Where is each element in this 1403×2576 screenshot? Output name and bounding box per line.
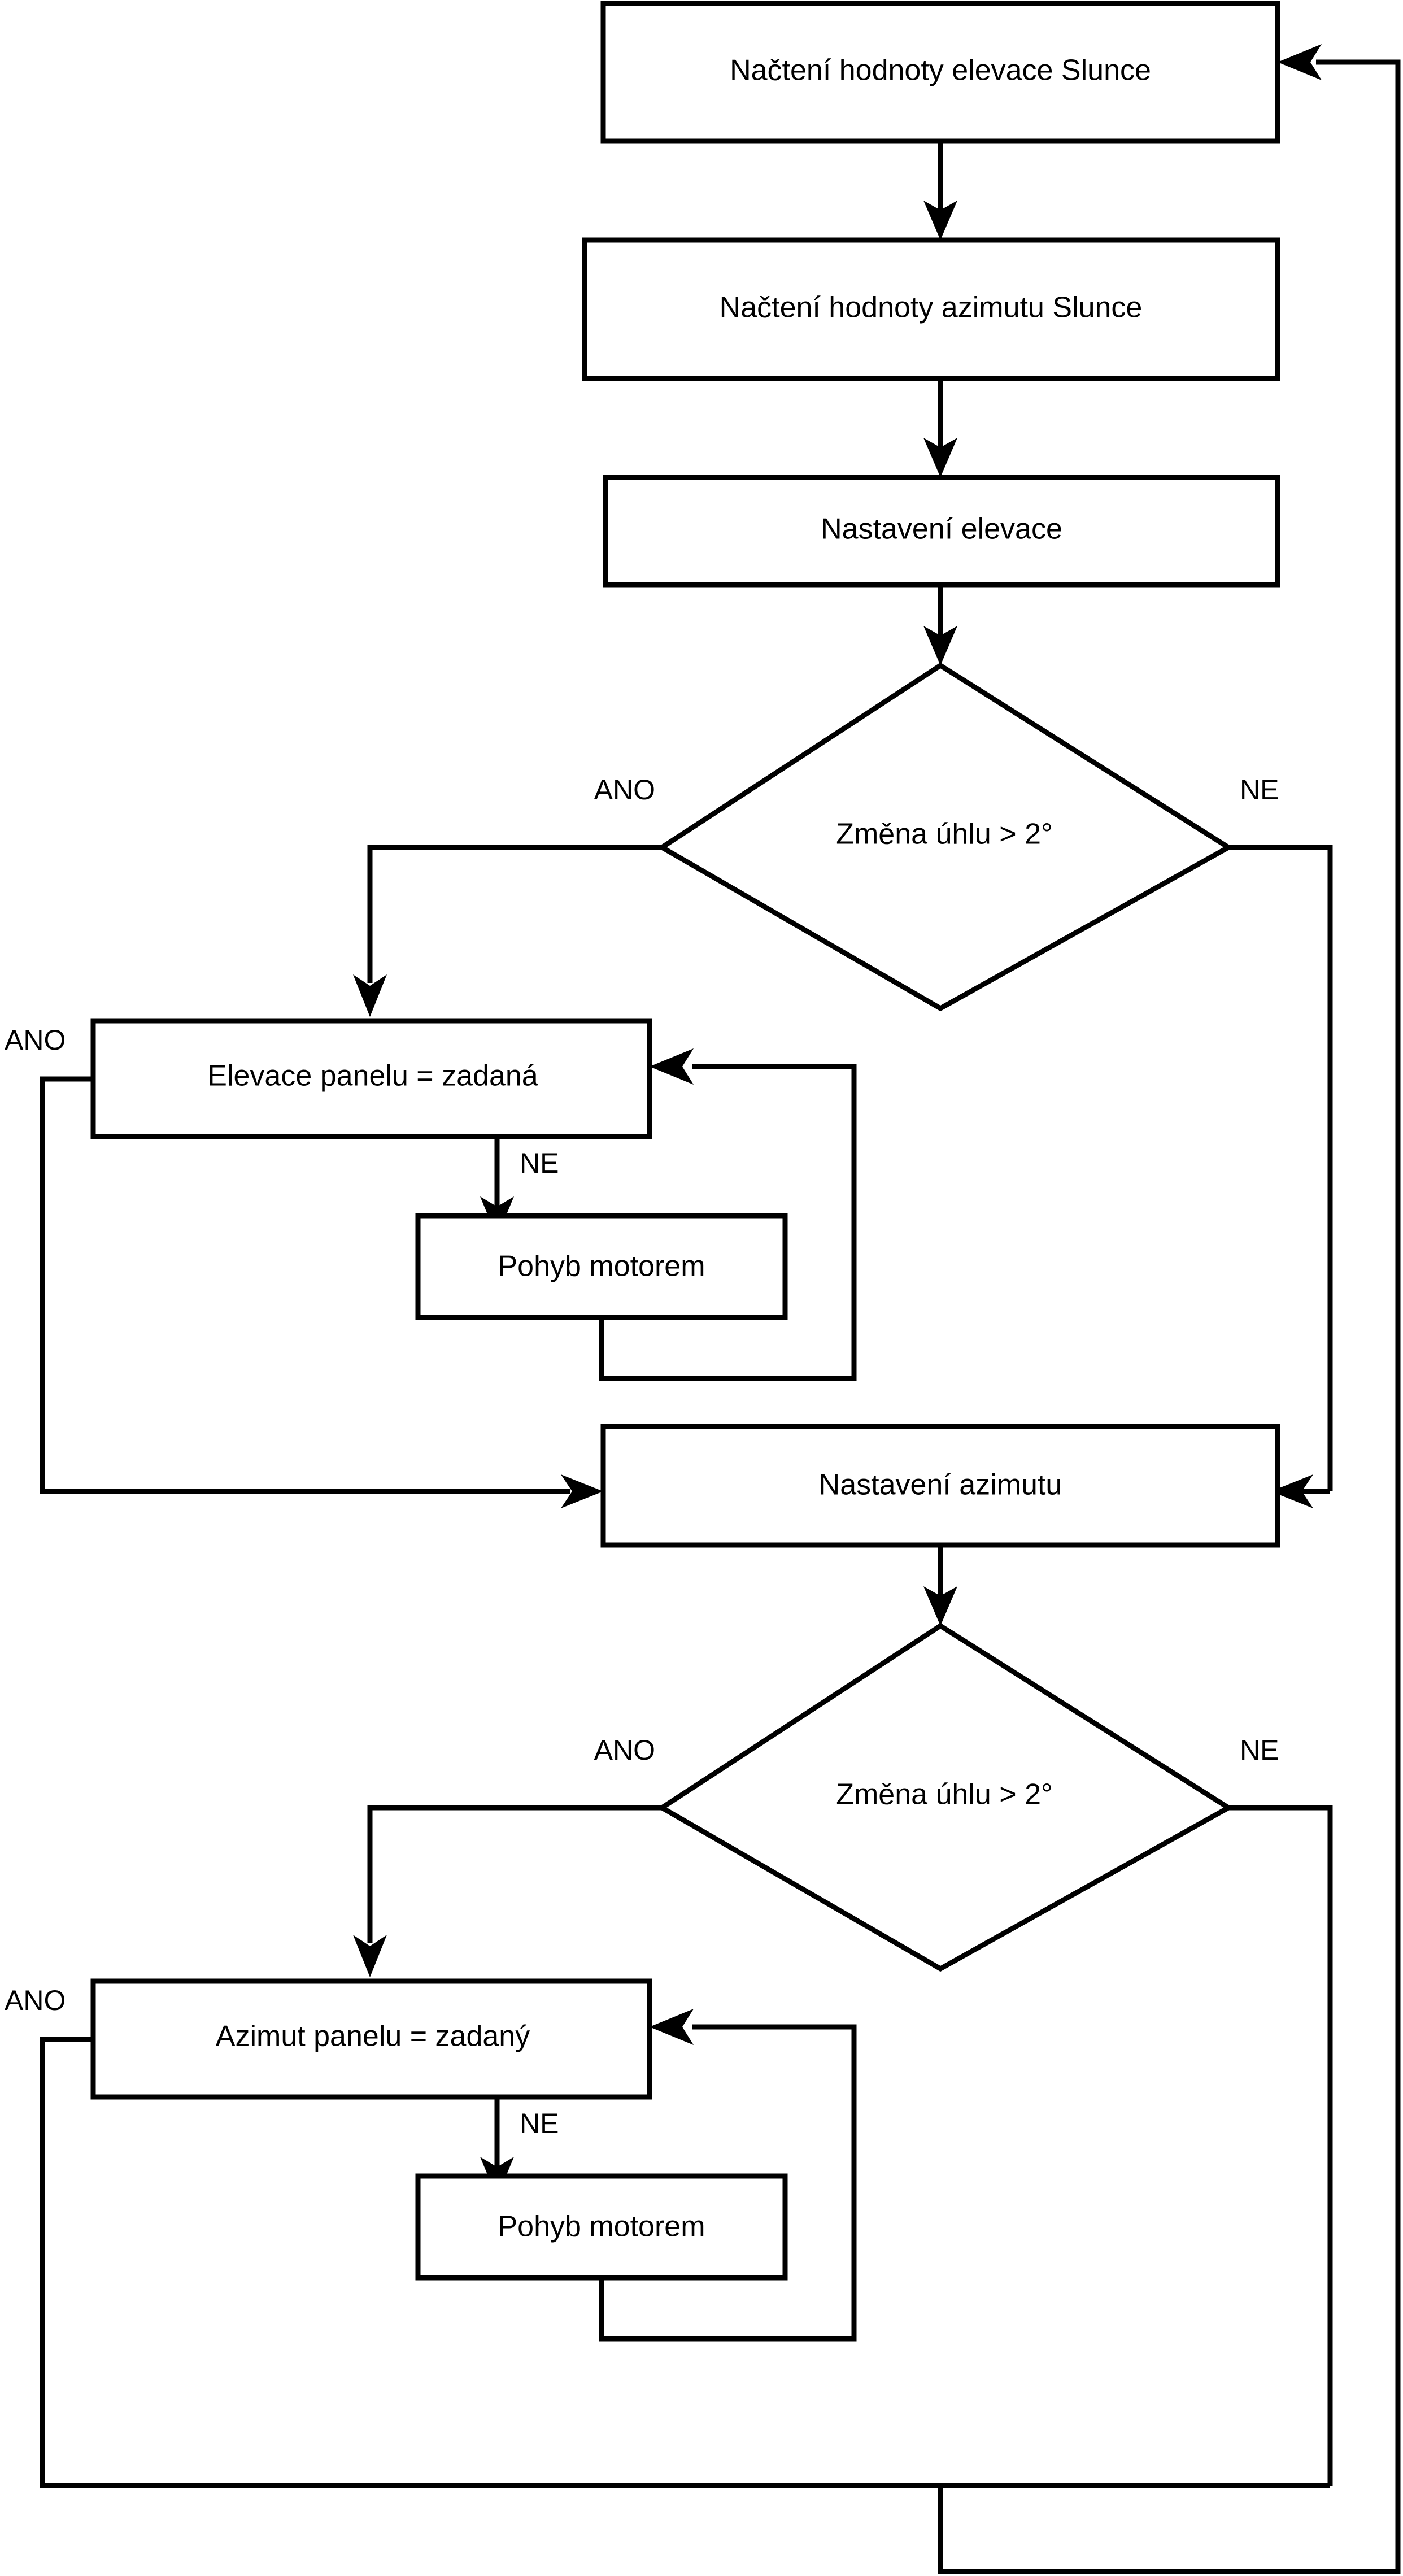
node-box[interactable] (90, 1978, 652, 2100)
arrowhead-d2-yes (353, 1935, 387, 1977)
arrowhead-d1-yes (353, 974, 387, 1017)
node-label: Načtení hodnoty elevace Slunce (730, 54, 1151, 87)
edge-d1-no-to-n7 (1228, 845, 1333, 1491)
node-box[interactable] (90, 1018, 652, 1139)
node-decision-elevace[interactable]: Změna úhlu > 2° (657, 662, 1234, 1012)
node-nastaveni-azimutu[interactable]: Nastavení azimutu (600, 1424, 1280, 1548)
node-box[interactable] (600, 1424, 1280, 1548)
node-decision-azimut[interactable]: Změna úhlu > 2° (657, 1622, 1234, 1972)
node-label: Nastavení azimutu (819, 1469, 1062, 1502)
node-label: Změna úhlu > 2° (836, 1778, 1053, 1811)
arrowhead-n7-n8 (923, 1586, 957, 1626)
node-elevace-panelu[interactable]: Elevace panelu = zadaná (90, 1018, 652, 1139)
arrowhead-n10-back (650, 2009, 694, 2045)
arrowhead-d1-no (1271, 1474, 1313, 1508)
arrowhead-n2-n3 (923, 438, 957, 477)
node-nastaveni-elevace[interactable]: Nastavení elevace (603, 475, 1280, 588)
edge-label-d1-ne: NE (1240, 774, 1279, 806)
edge-label-group: ANO NE ANO NE ANO NE ANO NE (5, 774, 1279, 2139)
edge-d1-yes-to-n5 (367, 845, 662, 983)
node-label: Elevace panelu = zadaná (207, 1060, 538, 1093)
node-pohyb-motorem-azimut[interactable]: Pohyb motorem (415, 2173, 788, 2281)
edge-label-n9-ano: ANO (5, 1985, 66, 2016)
node-box[interactable] (415, 1213, 788, 1320)
node-nacteni-elevace[interactable]: Načtení hodnoty elevace Slunce (600, 1, 1280, 144)
edge-label-d2-ne: NE (1240, 1734, 1279, 1766)
node-box[interactable] (582, 237, 1280, 381)
edge-label-d2-ano: ANO (594, 1734, 655, 1766)
arrowhead-n5-yes (561, 1474, 603, 1508)
node-box[interactable] (600, 1, 1280, 144)
edge-n9-yes-to-bottom (40, 2037, 1330, 2488)
edge-label-n5-ne: NE (520, 1147, 559, 1179)
edge-label-n5-ano: ANO (5, 1024, 66, 1056)
node-label: Azimut panelu = zadaný (216, 2020, 530, 2053)
edge-n6-back-to-n5 (599, 1064, 857, 1381)
node-box[interactable] (603, 475, 1280, 588)
arrowhead-loopback-n1 (1278, 44, 1322, 80)
node-nacteni-azimutu[interactable]: Načtení hodnoty azimutu Slunce (582, 237, 1280, 381)
edge-loopback-to-n1 (938, 59, 1401, 2574)
edge-group (40, 44, 1401, 2574)
node-label: Pohyb motorem (498, 1250, 705, 1283)
edge-n10-back-to-n9 (599, 2024, 857, 2342)
node-azimut-panelu[interactable]: Azimut panelu = zadaný (90, 1978, 652, 2100)
node-box[interactable] (415, 2173, 788, 2281)
arrowhead-n3-n4 (923, 626, 957, 665)
edge-d2-no-to-n1 (1228, 1805, 1333, 2486)
node-pohyb-motorem-elevace[interactable]: Pohyb motorem (415, 1213, 788, 1320)
edge-label-d1-ano: ANO (594, 774, 655, 806)
edge-n5-yes-to-n7 (40, 1076, 570, 1494)
node-label: Nastavení elevace (821, 513, 1062, 546)
node-label: Změna úhlu > 2° (836, 818, 1053, 851)
edge-label-n9-ne: NE (520, 2108, 559, 2139)
node-diamond[interactable] (657, 1622, 1234, 1972)
edge-d2-yes-to-n9 (367, 1805, 662, 1943)
node-label: Načtení hodnoty azimutu Slunce (720, 291, 1143, 324)
arrowhead-n6-back (650, 1048, 694, 1085)
node-label: Pohyb motorem (498, 2211, 705, 2243)
node-diamond[interactable] (657, 662, 1234, 1012)
arrowhead-n1-n2 (923, 201, 957, 240)
